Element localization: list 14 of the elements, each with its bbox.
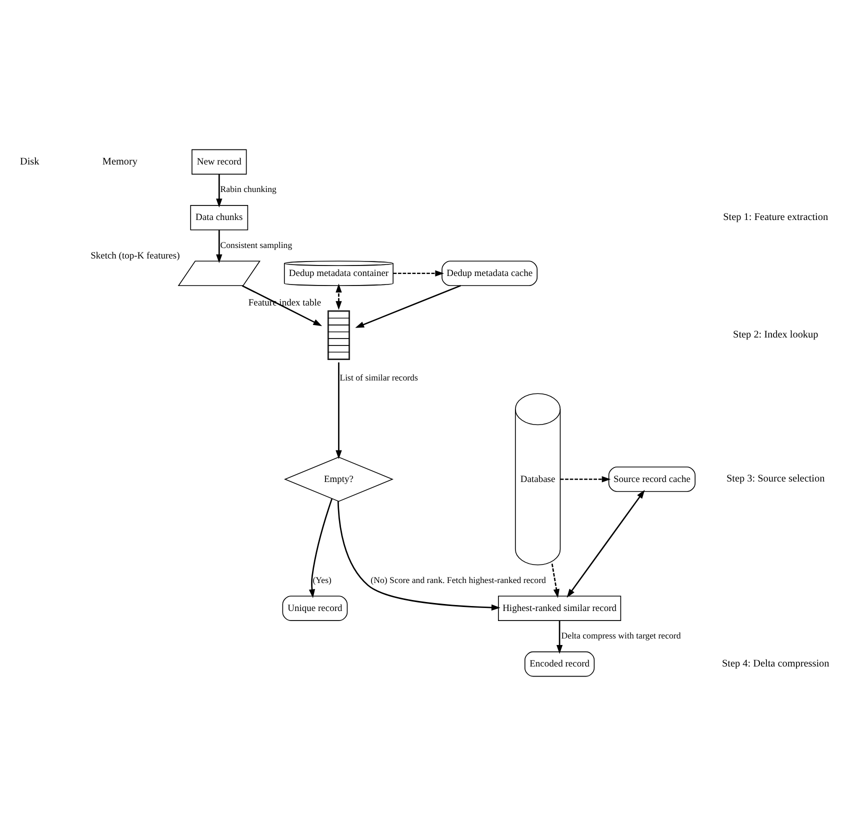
node-label: Sketch (top-K features) (90, 251, 180, 262)
label: Memory (102, 156, 138, 167)
edge-label: List of similar records (340, 372, 418, 382)
edge-label: Rabin chunking (220, 184, 276, 194)
label: Step 2: Index lookup (733, 329, 818, 340)
node-label: Feature index table (248, 298, 322, 308)
label: Disk (20, 156, 40, 167)
edge-label: (No) Score and rank. Fetch highest-ranked record (370, 574, 546, 584)
label: Step 1: Feature extraction (723, 212, 828, 223)
label: Step 3: Source selection (726, 473, 825, 484)
edge-label: Consistent sampling (220, 239, 292, 250)
label: Step 4: Delta compression (722, 658, 830, 669)
edge-label: (Yes) (312, 574, 332, 584)
edge-label: Delta compress with target record (561, 630, 681, 640)
